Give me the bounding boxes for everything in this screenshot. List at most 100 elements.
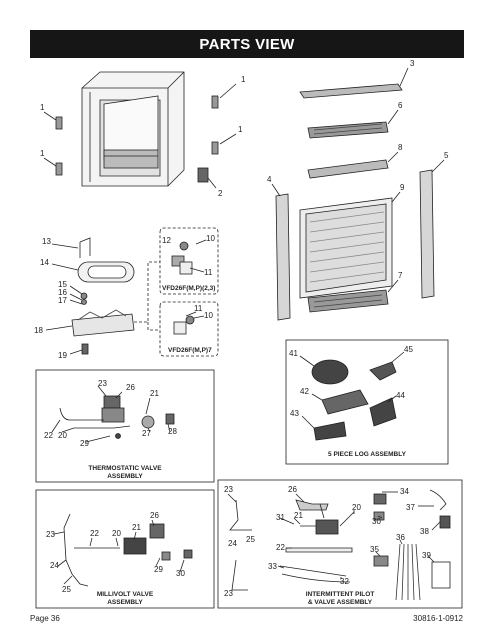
callout-20-thermo: 20 — [58, 431, 67, 440]
callout-17: 17 — [58, 296, 67, 305]
thermostatic-caption-line2: ASSEMBLY — [107, 473, 143, 480]
millivolt-valve-box — [35, 489, 215, 609]
callout-36-ip: 36 — [396, 533, 405, 542]
upper-option-parts — [171, 239, 207, 275]
callout-23-mv: 23 — [46, 530, 55, 539]
log-assembly-caption: 5 PIECE LOG ASSEMBLY — [328, 451, 407, 458]
callout-22-thermo: 22 — [44, 431, 53, 440]
page-number: Page 36 — [30, 614, 60, 623]
callout-1-b: 1 — [40, 103, 45, 112]
callout-28-thermo: 28 — [168, 427, 177, 436]
callout-15: 15 — [58, 280, 67, 289]
callout-9: 9 — [400, 183, 405, 192]
callout-34-ip: 34 — [400, 487, 409, 496]
callout-30-ip: 30 — [372, 517, 381, 526]
part-1-clip-d — [211, 141, 219, 155]
part-2-switch — [197, 167, 209, 183]
callout-41: 41 — [289, 349, 298, 358]
callout-31-ip: 31 — [276, 513, 285, 522]
callout-20-mv: 20 — [112, 529, 121, 538]
callout-1-c: 1 — [238, 125, 243, 134]
callout-23-thermo: 23 — [98, 379, 107, 388]
part-5-right-side-trim — [419, 169, 435, 299]
thermostatic-caption-line1: THERMOSTATIC VALVE — [88, 465, 162, 472]
intermittent-caption-line1: INTERMITTENT PILOT — [306, 591, 375, 598]
callout-33-ip: 33 — [268, 562, 277, 571]
page-title: PARTS VIEW — [30, 30, 464, 58]
part-4-left-side-trim — [275, 193, 291, 321]
callout-14: 14 — [40, 258, 49, 267]
callout-38-ip: 38 — [420, 527, 429, 536]
log-assembly-box — [285, 339, 449, 465]
callout-35-ip: 35 — [370, 545, 379, 554]
firebox-drawing — [81, 71, 185, 187]
lower-option-parts — [173, 311, 205, 335]
model-label-upper: VFD26F(M,P)(2,3) — [162, 285, 215, 292]
callout-19: 19 — [58, 351, 67, 360]
callout-26-ip: 26 — [288, 485, 297, 494]
callout-6: 6 — [398, 101, 403, 110]
callout-5: 5 — [444, 151, 449, 160]
millivolt-valve-drawing — [63, 513, 193, 587]
callout-23-ip-b: 23 — [224, 589, 233, 598]
callout-29-mv: 29 — [154, 565, 163, 574]
callout-27-thermo: 27 — [142, 429, 151, 438]
callout-20-ip: 20 — [352, 503, 361, 512]
callout-1-d: 1 — [40, 149, 45, 158]
callout-18: 18 — [34, 326, 43, 335]
callout-42: 42 — [300, 387, 309, 396]
callout-12: 12 — [162, 236, 171, 245]
part-1-clip-b — [55, 162, 63, 176]
callout-7: 7 — [398, 271, 403, 280]
callout-4: 4 — [267, 175, 272, 184]
part-3-hood — [299, 83, 403, 99]
thermostatic-valve-box — [35, 369, 215, 483]
callout-30-mv: 30 — [176, 569, 185, 578]
callout-24-mv: 24 — [50, 561, 59, 570]
callout-37-ip: 37 — [406, 503, 415, 512]
callout-16: 16 — [58, 288, 67, 297]
callout-1-a: 1 — [241, 75, 246, 84]
callout-2: 2 — [218, 189, 223, 198]
callout-24-ip: 24 — [228, 539, 237, 548]
part-1-clip-c — [211, 95, 219, 109]
part-1-clip-a — [55, 116, 63, 130]
burner-assembly-drawing — [71, 237, 135, 355]
callout-13: 13 — [42, 237, 51, 246]
callout-3: 3 — [410, 59, 415, 68]
callout-26-thermo: 26 — [126, 383, 135, 392]
part-9-grille-screen — [299, 197, 393, 299]
callout-45: 45 — [404, 345, 413, 354]
callout-23-ip-a: 23 — [224, 485, 233, 494]
part-8-top-trim — [307, 159, 389, 179]
callout-44: 44 — [396, 391, 405, 400]
intermittent-caption-line2: & VALVE ASSEMBLY — [308, 599, 373, 606]
callout-39-ip: 39 — [422, 551, 431, 560]
callout-10-a: 10 — [206, 234, 215, 243]
thermostatic-valve-drawing — [59, 395, 175, 439]
part-7-lower-louver — [307, 289, 389, 313]
callout-25-ip: 25 — [246, 535, 255, 544]
model-option-outlines — [134, 227, 219, 357]
callout-43: 43 — [290, 409, 299, 418]
document-number: 30816-1-0912 — [413, 614, 463, 623]
log-set-drawing — [311, 359, 397, 441]
callout-29-thermo: 29 — [80, 439, 89, 448]
callout-25-mv: 25 — [62, 585, 71, 594]
callout-26-mv: 26 — [150, 511, 159, 520]
callout-11-b: 11 — [194, 304, 203, 313]
intermittent-pilot-drawing — [229, 489, 451, 601]
model-label-lower: VFD26F(M,P)7 — [168, 347, 212, 354]
millivolt-caption-line2: ASSEMBLY — [107, 599, 143, 606]
callout-22-mv: 22 — [90, 529, 99, 538]
callout-21-mv: 21 — [132, 523, 141, 532]
callout-32-ip: 32 — [340, 577, 349, 586]
callout-8: 8 — [398, 143, 403, 152]
intermittent-pilot-box — [217, 479, 463, 609]
millivolt-caption-line1: MILLIVOLT VALVE — [97, 591, 154, 598]
part-6-upper-louver — [307, 121, 389, 139]
callout-10-b: 10 — [204, 311, 213, 320]
callout-11-a: 11 — [204, 268, 213, 277]
callout-21-ip: 21 — [294, 511, 303, 520]
